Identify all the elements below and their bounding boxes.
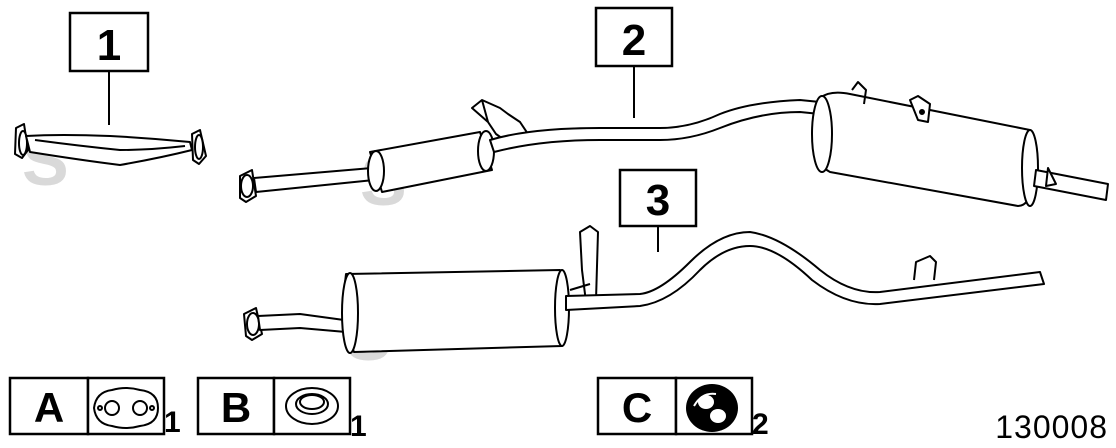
drawing-number: 130008 xyxy=(995,409,1108,445)
front-pipe-part-1 xyxy=(14,123,207,166)
parts-key-b-letter: B xyxy=(221,384,251,431)
ring-gasket-icon xyxy=(285,387,339,425)
callout-3-label: 3 xyxy=(646,176,670,225)
callout-1-label: 1 xyxy=(97,21,121,70)
parts-key-c: C 2 xyxy=(596,376,769,441)
front-silencer-part-3 xyxy=(243,225,1045,354)
parts-key-b: B 1 xyxy=(196,376,367,443)
parts-key-c-letter: C xyxy=(622,384,652,431)
parts-key-b-quantity: 1 xyxy=(350,410,367,443)
parts-key-a-quantity: 1 xyxy=(164,406,181,439)
callout-2: 2 xyxy=(594,6,674,118)
callout-3: 3 xyxy=(618,168,698,252)
watermark-1: S xyxy=(22,122,69,200)
rubber-hanger-icon xyxy=(686,384,738,432)
intermediate-pipe-part-2 xyxy=(239,81,1109,207)
flange-gasket-icon xyxy=(92,387,160,429)
callout-1: 1 xyxy=(68,11,150,125)
callout-2-label: 2 xyxy=(622,16,646,65)
parts-key-a-letter: A xyxy=(34,384,64,431)
parts-key-c-quantity: 2 xyxy=(752,408,769,441)
parts-key-a: A 1 xyxy=(8,376,181,439)
